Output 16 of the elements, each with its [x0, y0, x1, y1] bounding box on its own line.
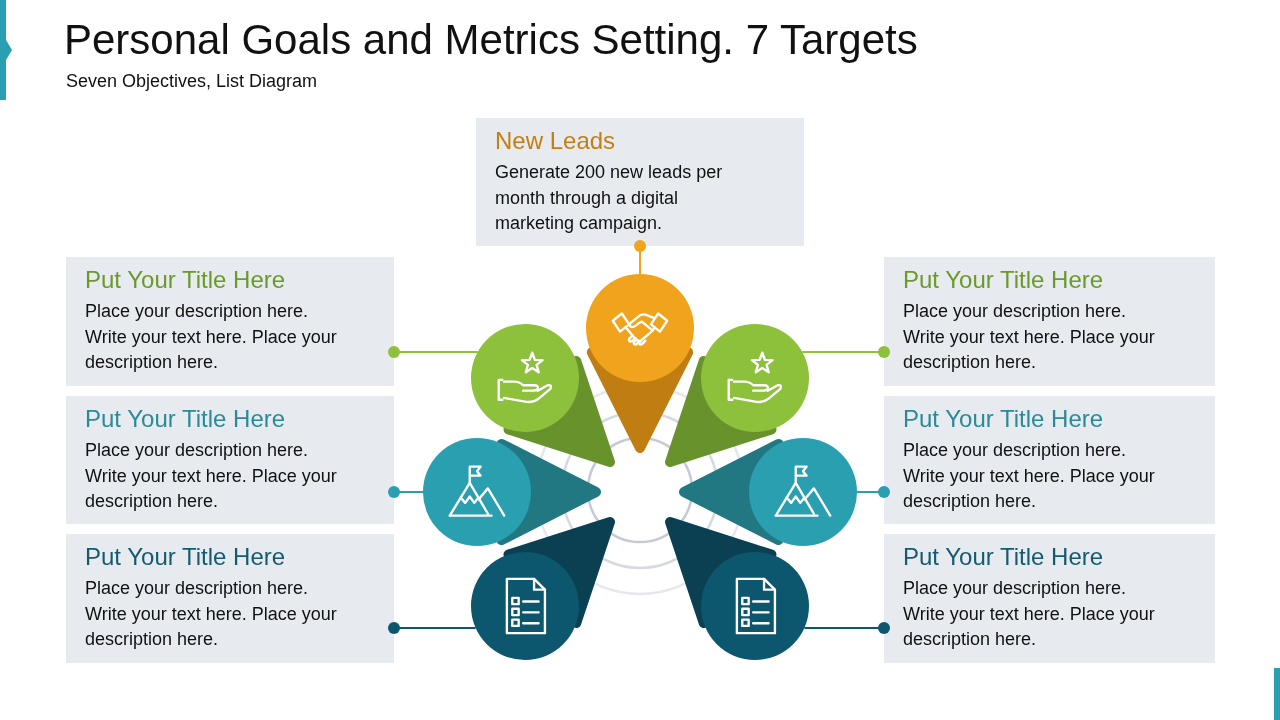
card-description: Place your description here. Write your text here. Place your description here. [85, 439, 338, 513]
slide-title: Personal Goals and Metrics Setting. 7 Targets [64, 15, 918, 65]
card-title: Put Your Title Here [903, 404, 1104, 434]
card-title: Put Your Title Here [903, 542, 1104, 572]
card-title: Put Your Title Here [903, 265, 1104, 295]
card-description: Place your description here. Write your text here. Place your description here. [903, 300, 1156, 374]
card-title: Put Your Title Here [85, 542, 286, 572]
card-description: Generate 200 new leads per month through a digital marketing campaign. [495, 161, 724, 235]
card-title: Put Your Title Here [85, 404, 286, 434]
card-description: Place your description here. Write your text here. Place your description here. [85, 577, 338, 651]
card-title: Put Your Title Here [85, 265, 286, 295]
slide-subtitle: Seven Objectives, List Diagram [66, 70, 318, 92]
card-title: New Leads [495, 126, 616, 156]
card-description: Place your description here. Write your text here. Place your description here. [85, 300, 338, 374]
card-description: Place your description here. Write your text here. Place your description here. [903, 577, 1156, 651]
card-description: Place your description here. Write your text here. Place your description here. [903, 439, 1156, 513]
